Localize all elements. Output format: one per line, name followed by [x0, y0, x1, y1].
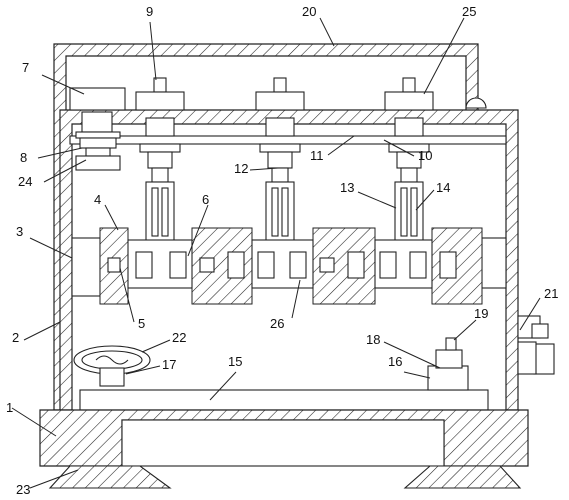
label-1: 1 — [6, 400, 13, 415]
label-12: 12 — [234, 161, 248, 176]
fan-unit — [73, 345, 151, 387]
spindle-1 — [135, 77, 185, 243]
label-14: 14 — [436, 180, 450, 195]
label-8: 8 — [20, 150, 27, 165]
spindle-2 — [255, 77, 305, 243]
label-10: 10 — [418, 148, 432, 163]
label-22: 22 — [172, 330, 186, 345]
label-19: 19 — [474, 306, 488, 321]
label-7: 7 — [22, 60, 29, 75]
label-18: 18 — [366, 332, 380, 347]
label-2: 2 — [12, 330, 19, 345]
transmission-rail — [69, 135, 507, 145]
label-23: 23 — [16, 482, 30, 497]
leader-lines — [11, 17, 541, 489]
label-17: 17 — [162, 357, 176, 372]
clamp-bar — [99, 227, 483, 305]
bearing-dome — [465, 97, 487, 109]
label-21: 21 — [544, 286, 558, 301]
sensor-block — [427, 337, 469, 391]
label-5: 5 — [138, 316, 145, 331]
label-13: 13 — [340, 180, 354, 195]
label-26: 26 — [270, 316, 284, 331]
left-foot — [48, 465, 172, 489]
label-11: 11 — [310, 148, 324, 163]
label-24: 24 — [18, 174, 32, 189]
label-16: 16 — [388, 354, 402, 369]
right-foot — [403, 465, 522, 489]
external-control-box — [517, 315, 555, 375]
left-pulley-stack — [75, 111, 121, 171]
label-4: 4 — [94, 192, 101, 207]
label-6: 6 — [202, 192, 209, 207]
right-side-bracket — [481, 237, 507, 289]
spindle-3 — [384, 77, 434, 243]
callout-labels: 9 20 25 7 8 24 10 11 12 13 14 4 6 3 5 26… — [6, 4, 558, 497]
label-15: 15 — [228, 354, 242, 369]
label-3: 3 — [16, 224, 23, 239]
base — [39, 409, 529, 467]
label-9: 9 — [146, 4, 153, 19]
label-25: 25 — [462, 4, 476, 19]
label-20: 20 — [302, 4, 316, 19]
left-side-bracket — [71, 237, 101, 297]
work-table — [79, 389, 489, 411]
